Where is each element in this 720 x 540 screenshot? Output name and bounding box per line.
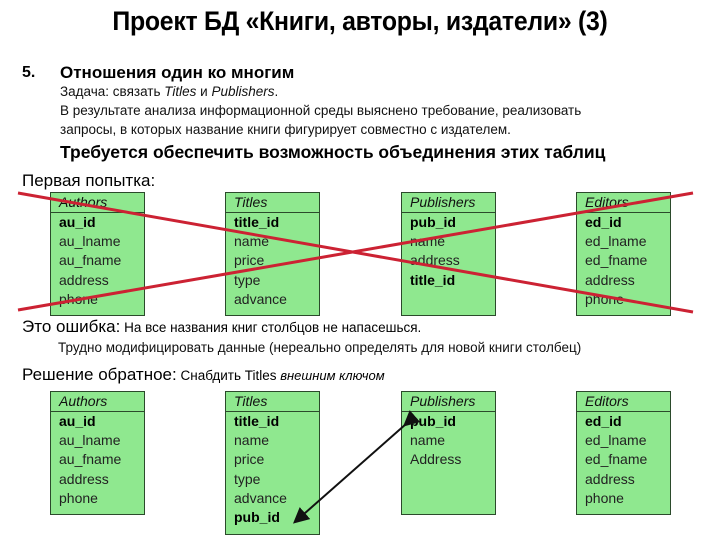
field: name	[234, 233, 270, 250]
requirement-text: Требуется обеспечить возможность объедин…	[60, 142, 606, 162]
key-field: title_id	[410, 271, 456, 288]
table-name: Authors	[51, 193, 144, 213]
field: price	[234, 252, 265, 269]
table-name: Editors	[577, 392, 670, 412]
error-detail: Трудно модифицировать данные (нереально …	[58, 340, 582, 355]
field: ed_lname	[585, 233, 647, 250]
field: type	[234, 470, 261, 487]
field: address	[59, 271, 109, 288]
field: name	[410, 233, 446, 250]
error-label: Это ошибка:	[22, 317, 121, 336]
field: Address	[410, 451, 462, 468]
field: au_fname	[59, 451, 122, 468]
field: address	[585, 470, 635, 487]
task-table-titles: Titles	[164, 84, 197, 99]
field: ed_fname	[585, 252, 648, 269]
field: ed_fname	[585, 451, 648, 468]
key-field: title_id	[234, 214, 280, 230]
field: phone	[59, 290, 98, 307]
table-name: Titles	[226, 392, 319, 412]
key-field: pub_id	[410, 413, 456, 429]
field: advance	[234, 489, 287, 506]
solution-description: Снабдить Titles	[176, 368, 281, 383]
table-name: Publishers	[402, 392, 495, 412]
field: price	[234, 451, 265, 468]
first-attempt-label: Первая попытка:	[22, 171, 156, 190]
task-mid: и	[196, 84, 212, 99]
key-field: pub_id	[234, 508, 280, 525]
table-name: Editors	[577, 193, 670, 213]
field: au_lname	[59, 432, 121, 449]
field: name	[234, 432, 270, 449]
field: address	[585, 271, 635, 288]
field: address	[59, 470, 109, 487]
field: advance	[234, 290, 287, 307]
solution-emphasis: внешним ключом	[280, 368, 385, 383]
key-field: pub_id	[410, 214, 456, 230]
solution-label: Решение обратное:	[22, 365, 177, 384]
table-name: Publishers	[402, 193, 495, 213]
table-name: Titles	[226, 193, 319, 213]
field: au_fname	[59, 252, 122, 269]
task-text: Задача: связать Titles и Publishers.	[60, 84, 278, 99]
task-end: .	[274, 84, 279, 99]
error-text: Это ошибка: На все названия книг столбцо…	[22, 317, 421, 337]
error-description: На все названия книг столбцов не напасеш…	[120, 320, 422, 335]
section-number: 5.	[22, 64, 36, 81]
field: address	[410, 252, 460, 269]
analysis-line-1: В результате анализа информационной сред…	[60, 103, 582, 118]
task-table-publishers: Publishers	[211, 84, 275, 99]
field: au_lname	[59, 233, 121, 250]
field: type	[234, 271, 261, 288]
section-title: Отношения один ко многим	[60, 63, 295, 82]
table-name: Authors	[51, 392, 144, 412]
key-field: ed_id	[585, 214, 622, 230]
key-field: au_id	[59, 413, 96, 429]
field: phone	[585, 489, 624, 506]
field: ed_lname	[585, 432, 647, 449]
field: phone	[585, 290, 624, 307]
analysis-line-2: запросы, в которых название книги фигури…	[60, 122, 511, 137]
task-prefix: Задача: связать	[60, 84, 165, 99]
field: name	[410, 432, 446, 449]
key-field: title_id	[234, 413, 280, 429]
solution-text: Решение обратное: Снабдить Titles внешни…	[22, 365, 385, 385]
key-field: au_id	[59, 214, 96, 230]
field: phone	[59, 489, 98, 506]
slide-title: Проект БД «Книги, авторы, издатели» (3)	[112, 6, 608, 36]
key-field: ed_id	[585, 413, 622, 429]
